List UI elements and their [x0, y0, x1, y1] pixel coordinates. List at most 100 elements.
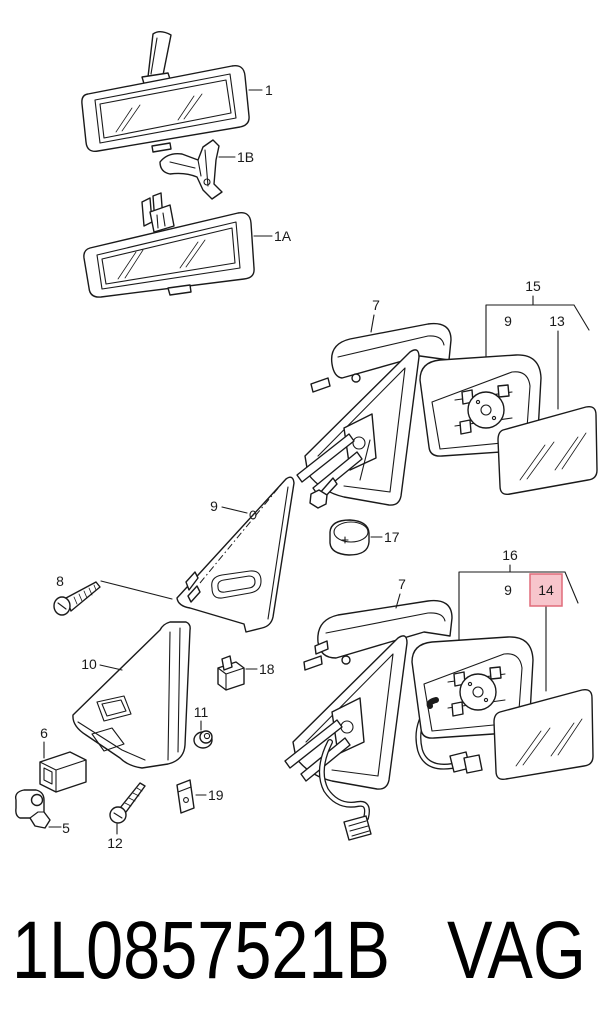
- motor-pin: [467, 681, 473, 687]
- motor-hub: [472, 686, 484, 698]
- motor-hub: [480, 404, 492, 416]
- callout-1: 1: [265, 82, 273, 98]
- leader-7-upper: [370, 314, 375, 333]
- base-inner-edge: [317, 367, 406, 493]
- clip-hole: [183, 797, 189, 803]
- callout-9-upper: 9: [504, 313, 512, 329]
- motor-clip: [489, 666, 502, 680]
- screw-12: [109, 782, 146, 824]
- pad-center-mark: [341, 536, 349, 544]
- callout-16: 16: [502, 547, 518, 563]
- screw-slot: [57, 602, 67, 610]
- glass-reflection-lines: [117, 239, 206, 280]
- mirror-glass: [99, 79, 232, 139]
- callout-6: 6: [40, 725, 48, 741]
- stalk-edge: [150, 37, 158, 75]
- part-6-block: [39, 751, 87, 793]
- callout-17: 17: [384, 529, 400, 545]
- adjuster-rod: [359, 439, 371, 481]
- block-recess: [43, 767, 53, 785]
- mounting-stud-1: [284, 719, 343, 769]
- trim-body: [72, 621, 191, 769]
- mirror-tab: [167, 284, 192, 296]
- callout-9-lower: 9: [504, 582, 512, 598]
- clip-tab: [221, 655, 233, 671]
- callout-19: 19: [208, 787, 224, 803]
- exterior-mirror-lower: [284, 599, 594, 841]
- grommet-hole: [203, 732, 211, 740]
- callout-9-cover: 9: [210, 498, 218, 514]
- callout-12: 12: [107, 835, 123, 851]
- cover-body: [176, 476, 295, 633]
- cap-edge: [325, 612, 446, 634]
- triangle-trim-10: [72, 621, 191, 769]
- plug-connector: [343, 815, 372, 841]
- bracket-body: [159, 139, 223, 200]
- leader-10: [99, 664, 123, 671]
- mirror-tab: [151, 142, 172, 153]
- leader-15: [485, 295, 590, 358]
- bracket-edges: [169, 149, 209, 187]
- grommet-11: [193, 730, 213, 749]
- cap-ring: [341, 655, 351, 665]
- pad-side: [329, 519, 370, 556]
- mounting-stud-1: [296, 433, 355, 483]
- callout-11: 11: [194, 704, 209, 720]
- trim-post-edges: [167, 627, 181, 761]
- mirror-bracket-1b: [159, 139, 223, 200]
- adjuster-block: [331, 697, 365, 755]
- foam-pad-17: [329, 519, 370, 556]
- callout-13: 13: [549, 313, 565, 329]
- motor-clip: [459, 419, 472, 435]
- cap-ring: [351, 373, 361, 383]
- trim-slot: [96, 695, 132, 722]
- screw-shaft: [119, 782, 146, 813]
- callout-14-highlight: [529, 573, 563, 607]
- callout-18: 18: [259, 661, 275, 677]
- clip-18: [217, 655, 245, 691]
- motor-pin: [483, 697, 489, 703]
- callout-1a: 1A: [274, 228, 292, 244]
- cover-slot: [211, 570, 262, 599]
- motor-pin: [491, 415, 497, 421]
- mount-block: [149, 204, 175, 233]
- clip-body: [176, 779, 195, 814]
- motor-clip: [451, 701, 464, 717]
- stud-nut: [309, 489, 328, 509]
- screw-axis-line: [100, 580, 173, 600]
- glass-reflection-lines: [519, 432, 587, 481]
- trim-bottom-edge: [77, 721, 146, 761]
- cap-tab: [310, 377, 331, 393]
- callout-1b: 1B: [237, 149, 254, 165]
- glass-reflection-lines: [115, 93, 203, 133]
- clip-fold: [217, 667, 245, 691]
- callout-7-lower: 7: [398, 576, 406, 592]
- cable-housing-exit: [426, 697, 439, 709]
- callout-15: 15: [525, 278, 541, 294]
- leader-16: [458, 564, 579, 641]
- trim-clip: [91, 727, 125, 752]
- motor-pin: [475, 399, 481, 405]
- screw-thread: [124, 787, 143, 807]
- knob-edge: [29, 811, 45, 819]
- knob-cap: [30, 793, 44, 807]
- mirror-bezel: [96, 221, 241, 290]
- leader-9-cover: [221, 506, 248, 514]
- block-edges: [39, 759, 87, 793]
- glass-reflection-lines: [515, 718, 583, 767]
- base-inner-edge: [305, 653, 394, 777]
- grommet-face: [199, 730, 213, 744]
- mirror-bezel: [94, 73, 237, 144]
- cable-base-inner: [320, 740, 369, 820]
- callout-5: 5: [62, 820, 70, 836]
- screw-8: [53, 580, 173, 616]
- mirror-glass: [101, 227, 236, 285]
- plug-pins: [348, 820, 370, 837]
- callout-8: 8: [56, 573, 64, 589]
- rearview-mirror-1: [81, 31, 250, 153]
- trim-slot-inner: [101, 699, 127, 717]
- pad-face: [333, 521, 369, 543]
- exterior-mirror-upper: [296, 322, 598, 509]
- cap-edge: [337, 335, 445, 358]
